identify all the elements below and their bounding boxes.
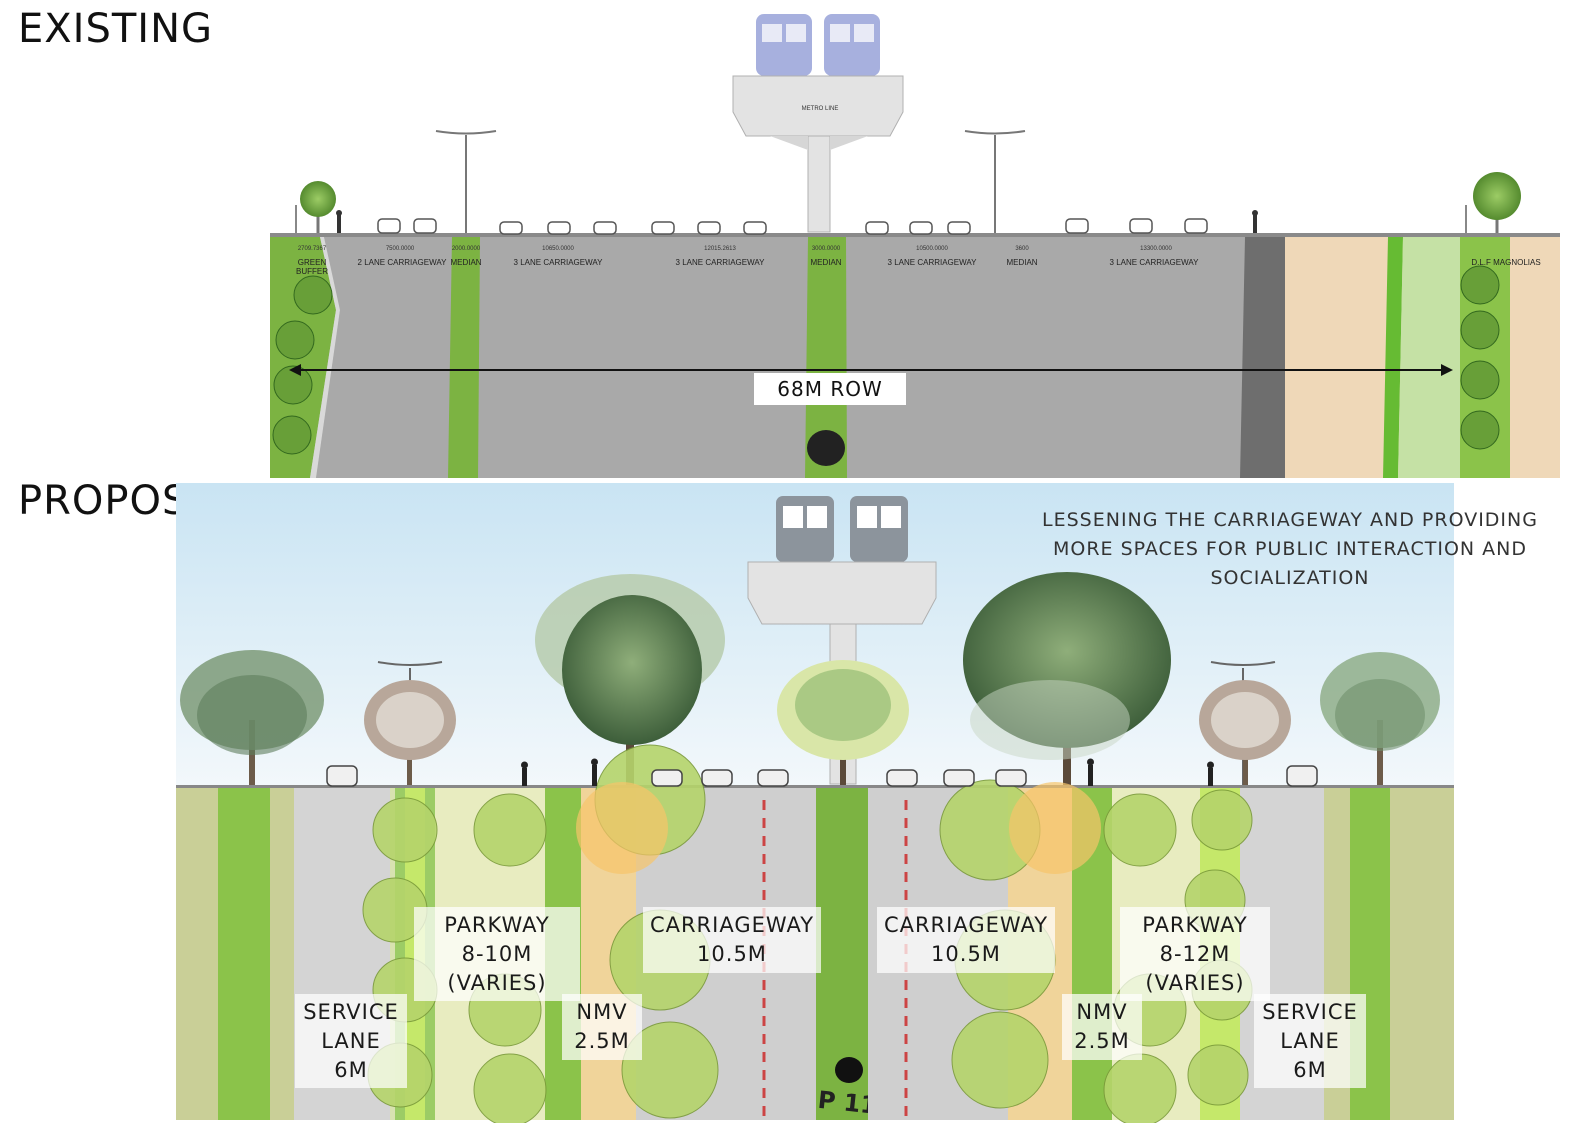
parkway-right-label: PARKWAY 8-12M (VARIES): [1120, 907, 1270, 1001]
service-left-title-2: LANE: [321, 1029, 381, 1053]
seg-median-2: MEDIAN: [810, 258, 842, 267]
service-right-title-2: LANE: [1280, 1029, 1340, 1053]
proposed-people: [521, 758, 1214, 786]
proposed-big-trees: [535, 572, 1171, 785]
seg-green-buffer: GREEN BUFFER: [296, 258, 328, 276]
nmv-left-label: NMV 2.5M: [562, 994, 642, 1060]
service-right-title: SERVICE: [1262, 1000, 1358, 1024]
dim-3-lane-3: 10500.0000: [916, 246, 948, 252]
carriageway-left-title: CARRIAGEWAY: [649, 913, 815, 937]
dim-median-1: 2000.0000: [451, 246, 481, 252]
dlf-magnolias-label: D.L.F MAGNOLIAS: [1471, 258, 1541, 267]
existing-cars: [377, 218, 1208, 235]
existing-metro: [732, 14, 904, 233]
nmv-left-title: NMV: [576, 1000, 628, 1024]
proposed-cars: [326, 765, 1318, 787]
dim-median-2: 3000.0000: [811, 246, 841, 252]
parkway-left-label: PARKWAY 8-10M (VARIES): [414, 907, 580, 1001]
seg-2-lane: 2 LANE CARRIAGEWAY: [357, 258, 447, 267]
dim-3-lane-2: 12015.2613: [704, 246, 736, 252]
existing-street-lights: [435, 130, 1026, 233]
dim-median-3: 3600: [1015, 246, 1029, 252]
dim-green-buffer: 2709.7367: [297, 246, 327, 252]
service-left-width: 6M: [334, 1058, 368, 1082]
proposal-note: LESSENING THE CARRIAGEWAY AND PROVIDING …: [1030, 506, 1550, 593]
parkway-right-width: 8-12M: [1159, 942, 1231, 966]
proposal-note-line-2: MORE SPACES FOR PUBLIC INTERACTION AND: [1053, 538, 1527, 560]
existing-heading: EXISTING: [18, 6, 214, 52]
nmv-right-width: 2.5M: [1074, 1029, 1130, 1053]
proposal-note-line-3: SOCIALIZATION: [1210, 567, 1370, 589]
carriageway-left-width: 10.5M: [697, 942, 767, 966]
existing-shrubs: [272, 265, 1500, 455]
row-width-label: 68M ROW: [754, 373, 906, 405]
seg-3-lane-2: 3 LANE CARRIAGEWAY: [675, 258, 765, 267]
dim-3-lane-4: 13300.0000: [1140, 246, 1172, 252]
service-left-title: SERVICE: [303, 1000, 399, 1024]
carriageway-right-width: 10.5M: [931, 942, 1001, 966]
seg-median-3: MEDIAN: [1006, 258, 1038, 267]
dim-3-lane-1: 10650.0000: [542, 246, 574, 252]
service-lane-left-label: SERVICE LANE 6M: [295, 994, 407, 1088]
nmv-right-title: NMV: [1076, 1000, 1128, 1024]
proposed-small-trees: [364, 680, 1291, 785]
seg-3-lane-3: 3 LANE CARRIAGEWAY: [887, 258, 977, 267]
parkway-left-title: PARKWAY: [444, 913, 550, 937]
proposed-palms: [180, 650, 1440, 785]
existing-section: [270, 14, 1560, 478]
carriageway-right-title: CARRIAGEWAY: [883, 913, 1049, 937]
parkway-left-width: 8-10M: [461, 942, 533, 966]
seg-3-lane-1: 3 LANE CARRIAGEWAY: [513, 258, 603, 267]
proposed-metro: [747, 496, 937, 785]
metro-line-text: METRO LINE: [801, 106, 839, 112]
existing-people: [336, 210, 1258, 233]
parkway-left-note: (VARIES): [447, 971, 547, 995]
service-lane-right-label: SERVICE LANE 6M: [1254, 994, 1366, 1088]
nmv-left-width: 2.5M: [574, 1029, 630, 1053]
seg-3-lane-4: 3 LANE CARRIAGEWAY: [1109, 258, 1199, 267]
parkway-right-title: PARKWAY: [1142, 913, 1248, 937]
carriageway-left-label: CARRIAGEWAY 10.5M: [643, 907, 821, 973]
dim-2-lane: 7500.0000: [385, 246, 415, 252]
nmv-right-label: NMV 2.5M: [1062, 994, 1142, 1060]
carriageway-right-label: CARRIAGEWAY 10.5M: [877, 907, 1055, 973]
parkway-right-note: (VARIES): [1145, 971, 1245, 995]
service-right-width: 6M: [1293, 1058, 1327, 1082]
proposal-note-line-1: LESSENING THE CARRIAGEWAY AND PROVIDING: [1042, 509, 1538, 531]
existing-trees: [295, 172, 1521, 233]
seg-median-1: MEDIAN: [450, 258, 482, 267]
